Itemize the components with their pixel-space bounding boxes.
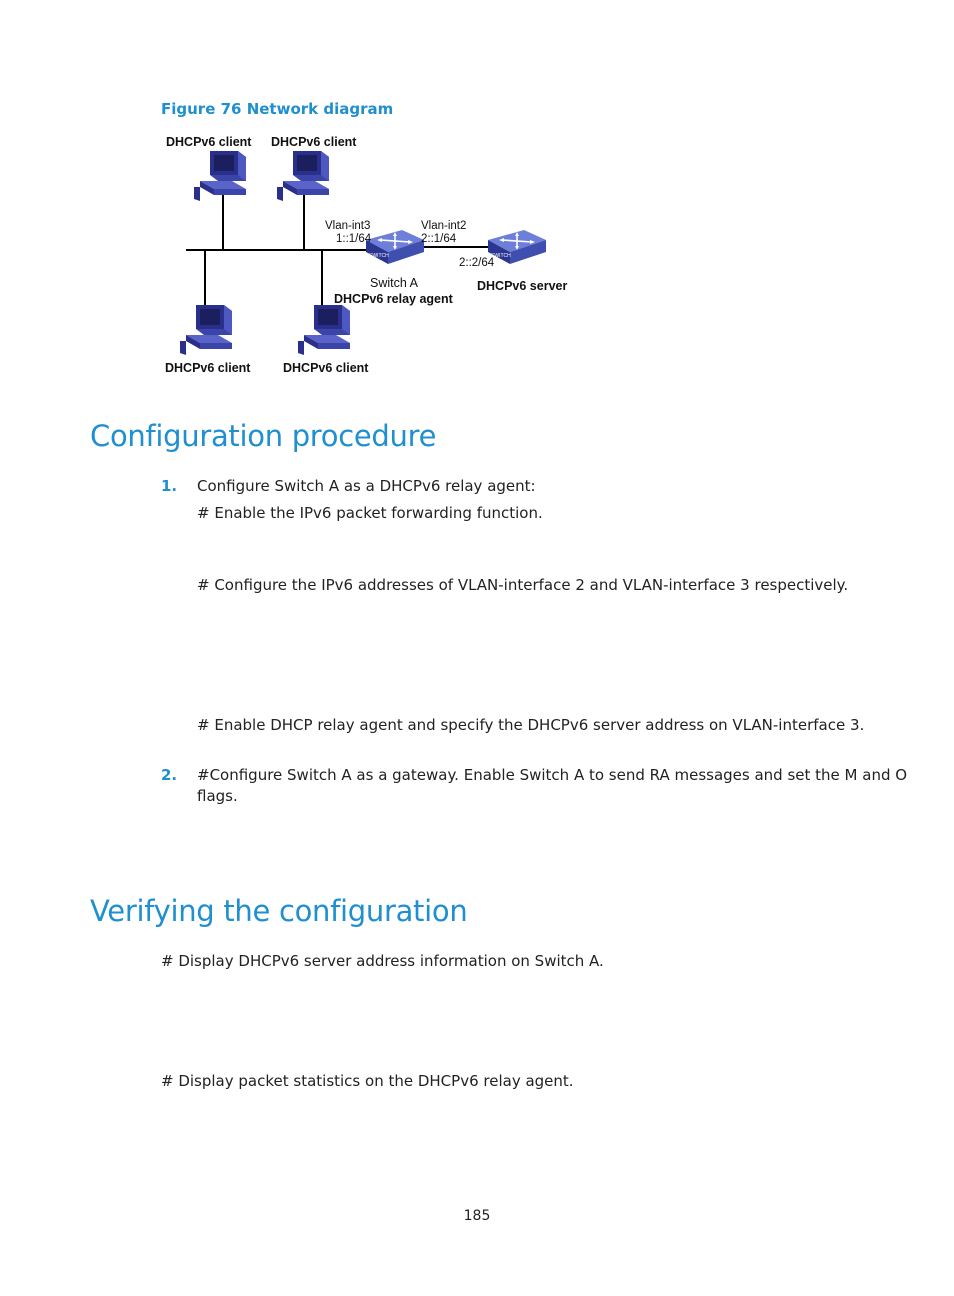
step-1-note-relay: # Enable DHCP relay agent and specify th… [197,716,865,734]
switch-icon: SWITCH [365,229,425,265]
step-2-number: 2. [161,766,178,784]
label-vlan-int3-addr: 1::1/64 [336,233,372,245]
step-2-text-line2: flags. [197,787,238,805]
label-client-bottom-left: DHCPv6 client [165,361,251,375]
step-1-note-addresses: # Configure the IPv6 addresses of VLAN-i… [197,576,849,594]
section-title-configuration: Configuration procedure [90,419,437,453]
page-number: 185 [463,1208,491,1224]
network-diagram: SWITCH SWITCH DHCPv6 client DHCPv6 clien… [165,135,567,375]
step-1-text: Configure Switch A as a DHCPv6 relay age… [197,477,536,495]
pc-icon [298,305,350,355]
step-1-number: 1. [161,477,178,495]
pc-icon [277,151,329,201]
step-2-text-line1: #Configure Switch A as a gateway. Enable… [197,766,908,784]
label-vlan-int3: Vlan-int3 [325,220,370,232]
step-1-note-forwarding: # Enable the IPv6 packet forwarding func… [197,504,543,522]
label-vlan-int2: Vlan-int2 [421,220,466,232]
label-client-top-left: DHCPv6 client [166,135,252,149]
section-title-verifying: Verifying the configuration [90,894,468,928]
figure-caption: Figure 76 Network diagram [161,100,394,118]
verify-note-packet-statistics: # Display packet statistics on the DHCPv… [161,1072,574,1090]
verify-note-server-address: # Display DHCPv6 server address informat… [161,952,604,970]
switch-icon: SWITCH [487,229,547,265]
label-switch-a: Switch A [370,276,419,290]
label-client-top-right: DHCPv6 client [271,135,357,149]
label-server: DHCPv6 server [477,279,567,293]
label-relay-agent: DHCPv6 relay agent [334,292,454,306]
switch-icon-text: SWITCH [369,253,389,259]
pc-icon [194,151,246,201]
label-vlan-int2-addr: 2::1/64 [421,233,457,245]
pc-icon [180,305,232,355]
label-client-bottom-right: DHCPv6 client [283,361,369,375]
switch-icon-text: SWITCH [491,253,511,259]
label-server-addr: 2::2/64 [459,257,495,269]
